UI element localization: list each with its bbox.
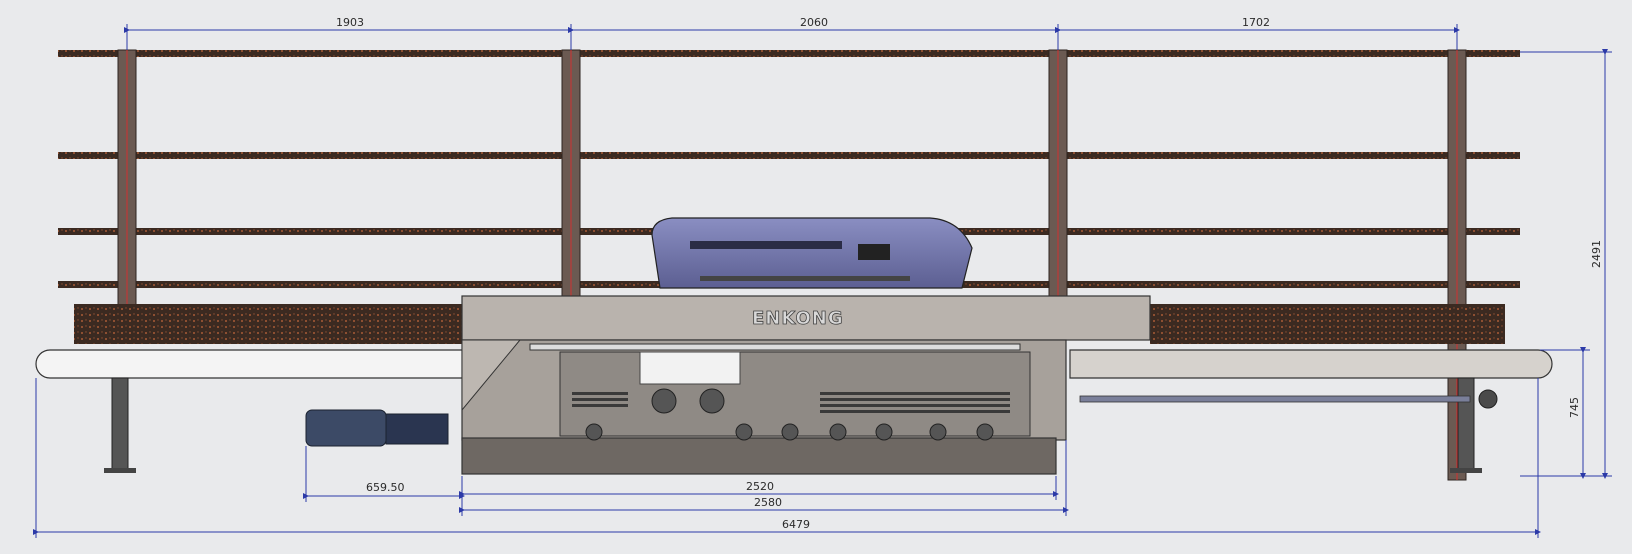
brand-label: ENKONG bbox=[752, 308, 844, 329]
dim-body-width-inner: 2520 bbox=[746, 480, 774, 493]
grinding-wheels bbox=[585, 388, 994, 441]
wheel-1 bbox=[651, 388, 677, 414]
motor bbox=[305, 409, 449, 447]
vent-grilles bbox=[572, 392, 1010, 413]
button-strip bbox=[690, 241, 842, 249]
rail-2 bbox=[58, 152, 1520, 159]
gear-7 bbox=[976, 423, 994, 441]
gear-5 bbox=[875, 423, 893, 441]
conveyor-table-right bbox=[1069, 349, 1553, 379]
gearbox bbox=[385, 413, 449, 445]
gear-6 bbox=[929, 423, 947, 441]
machine-body: ENKONG bbox=[461, 295, 1151, 475]
control-panel-housing bbox=[651, 217, 973, 289]
leg-right-foot bbox=[1450, 468, 1482, 473]
gear-2 bbox=[735, 423, 753, 441]
handwheel-icon bbox=[1478, 389, 1498, 409]
dimension-lines bbox=[33, 24, 1612, 538]
dim-motor-offset: 659.50 bbox=[366, 481, 405, 494]
wheel-2 bbox=[699, 388, 725, 414]
base-plate bbox=[461, 437, 1057, 475]
dim-overall-height: 2491 bbox=[1590, 240, 1603, 268]
lower-band-right bbox=[1150, 304, 1505, 344]
leg-right bbox=[1457, 377, 1475, 471]
motor-body bbox=[305, 409, 387, 447]
gear-4 bbox=[829, 423, 847, 441]
gear-1 bbox=[585, 423, 603, 441]
dim-top-span-1: 1903 bbox=[336, 16, 364, 29]
leg-left-foot bbox=[104, 468, 136, 473]
center-lines bbox=[126, 40, 1458, 480]
panel-foot bbox=[700, 276, 910, 281]
leg-left bbox=[111, 377, 129, 471]
conveyor-table-left bbox=[35, 349, 467, 379]
top-rail-bar bbox=[529, 343, 1021, 351]
lower-band-left bbox=[74, 304, 466, 344]
gear-3 bbox=[781, 423, 799, 441]
dim-conveyor-height: 745 bbox=[1568, 397, 1581, 418]
dim-top-span-2: 2060 bbox=[800, 16, 828, 29]
dim-overall-length: 6479 bbox=[782, 518, 810, 531]
dim-body-width-outer: 2580 bbox=[754, 496, 782, 509]
dim-top-span-3: 1702 bbox=[1242, 16, 1270, 29]
left-wedge bbox=[461, 339, 522, 412]
rail-top bbox=[58, 50, 1520, 57]
drive-shaft bbox=[1079, 395, 1471, 403]
white-cover bbox=[639, 351, 741, 385]
display-screen bbox=[858, 244, 890, 260]
control-panel bbox=[651, 217, 973, 289]
